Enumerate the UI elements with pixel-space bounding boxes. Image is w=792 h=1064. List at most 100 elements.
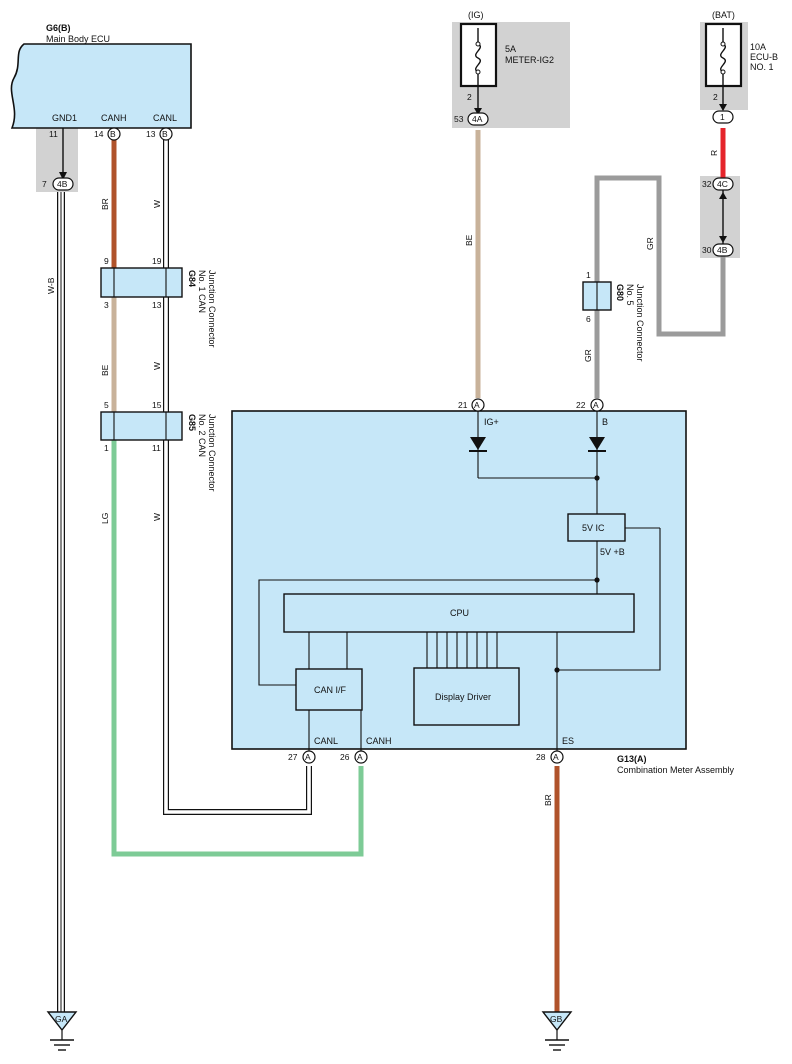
conn-ecu-canl-label: B xyxy=(162,129,168,139)
meter-canh-label: CANH xyxy=(366,736,392,746)
wire-label-gr-2: GR xyxy=(583,349,593,362)
fuse-bat-name-2: NO. 1 xyxy=(750,62,774,72)
meter-ig-label: IG+ xyxy=(484,417,499,427)
can-if-box xyxy=(295,668,363,711)
ic-5v-box xyxy=(567,513,626,542)
conn-m28 xyxy=(550,750,564,764)
conn-m22-label: A xyxy=(593,400,599,410)
fuse-bat-icon xyxy=(720,28,726,86)
wire-lg-canh xyxy=(111,440,364,857)
g85-label: G85 No. 2 CAN Junction Connector xyxy=(187,414,217,492)
wire-label-r: R xyxy=(709,150,719,156)
meter-code: G13(A) xyxy=(617,754,647,764)
fuse-ig-source: (IG) xyxy=(468,10,484,20)
pin-gnd-splice: 7 xyxy=(42,179,47,189)
svg-text:No. 1 CAN: No. 1 CAN xyxy=(197,270,207,313)
svg-text:Junction Connector: Junction Connector xyxy=(635,284,645,362)
pin-j4c: 32 xyxy=(702,179,712,189)
fuse-bat-rating: 10A xyxy=(750,42,766,52)
conn-ecu-canh xyxy=(107,127,121,141)
fuse-bat-name-1: ECU-B xyxy=(750,52,778,62)
arrow-bat-splice xyxy=(719,104,727,111)
wire-label-w-b: W-B xyxy=(46,277,56,294)
svg-text:G85: G85 xyxy=(187,414,197,431)
conn-bat-splice-label: 1 xyxy=(720,112,725,122)
wire-label-be-2: BE xyxy=(464,234,474,246)
pin-m21: 21 xyxy=(458,400,468,410)
arrow-gnd-splice xyxy=(59,172,67,180)
ecu-pin-gnd1-name: GND1 xyxy=(52,113,77,123)
g85-connector xyxy=(100,411,183,441)
pin-fuse-ig-out: 2 xyxy=(467,92,472,102)
pin-g85-15: 15 xyxy=(152,400,162,410)
pin-m27: 27 xyxy=(288,752,298,762)
wire-label-gr-1: GR xyxy=(645,237,655,250)
meter-canl-label: CANL xyxy=(314,736,338,746)
arrow-ig-splice xyxy=(474,108,482,115)
pin-j4b: 30 xyxy=(702,245,712,255)
arrow-j4b xyxy=(719,236,727,243)
supply-5v-label: 5V +B xyxy=(600,547,625,557)
fuse-ig-name: METER-IG2 xyxy=(505,55,554,65)
conn-bat-splice xyxy=(712,110,734,124)
wire-label-w-1: W xyxy=(152,200,162,208)
display-bus xyxy=(426,632,498,668)
svg-text:Junction Connector: Junction Connector xyxy=(207,414,217,492)
ground-ga-symbol: GA xyxy=(46,1011,78,1051)
svg-text:G80: G80 xyxy=(615,284,625,301)
fuse-ig-rating: 5A xyxy=(505,44,516,54)
conn-ecu-canl xyxy=(159,127,173,141)
conn-j4b xyxy=(712,243,734,257)
wire-label-w-3: W xyxy=(152,513,162,521)
g84-connector xyxy=(100,267,183,298)
svg-text:No. 5: No. 5 xyxy=(625,284,635,306)
conn-ig-splice-label: 4A xyxy=(472,114,483,124)
svg-text:G84: G84 xyxy=(187,270,197,287)
pin-m26: 26 xyxy=(340,752,350,762)
pin-ecu-gnd1: 11 xyxy=(49,129,58,139)
cpu-box xyxy=(283,593,635,633)
pin-g85-5: 5 xyxy=(104,400,109,410)
ic-5v-label: 5V IC xyxy=(582,523,605,533)
conn-m28-label: A xyxy=(553,752,559,762)
pin-g84-19: 19 xyxy=(152,256,162,266)
ecu-name: Main Body ECU xyxy=(46,34,110,44)
pin-m22: 22 xyxy=(576,400,586,410)
wire-w-canl xyxy=(163,140,312,815)
svg-text:No. 2 CAN: No. 2 CAN xyxy=(197,414,207,457)
cpu-label: CPU xyxy=(450,608,469,618)
conn-gnd-splice xyxy=(52,177,74,191)
meter-b-label: B xyxy=(602,417,608,427)
arrow-j4c xyxy=(719,192,727,199)
pin-ecu-canh: 14 xyxy=(94,129,104,139)
conn-m26 xyxy=(354,750,368,764)
g80-label: G80 No. 5 Junction Connector xyxy=(615,284,645,362)
conn-gnd-splice-label: 4B xyxy=(57,179,68,189)
conn-m21-label: A xyxy=(474,400,480,410)
ecu-pin-canh-name: CANH xyxy=(101,113,127,123)
pin-ecu-canl: 13 xyxy=(146,129,156,139)
diode-ig xyxy=(470,437,486,450)
conn-j4b-label: 4B xyxy=(717,245,728,255)
pin-g85-1: 1 xyxy=(104,443,109,453)
wire-gr-bat xyxy=(594,175,726,337)
conn-j4c-label: 4C xyxy=(717,179,728,189)
conn-ecu-canh-label: B xyxy=(110,129,116,139)
pin-g80-6: 6 xyxy=(586,314,591,324)
svg-text:Junction Connector: Junction Connector xyxy=(207,270,217,348)
ecu-pin-canl-name: CANL xyxy=(153,113,177,123)
fuse-bat-source: (BAT) xyxy=(712,10,735,20)
pin-g84-9: 9 xyxy=(104,256,109,266)
fuse-ig-icon xyxy=(475,28,481,86)
g84-label: G84 No. 1 CAN Junction Connector xyxy=(187,270,217,348)
pin-fuse-bat-out: 2 xyxy=(713,92,718,102)
ground-ga-label: GA xyxy=(55,1014,68,1024)
wire-label-lg: LG xyxy=(100,513,110,524)
conn-m27-label: A xyxy=(305,752,311,762)
pin-ig-splice: 53 xyxy=(454,114,464,124)
ground-gb-symbol: GB xyxy=(541,1011,573,1051)
pin-g85-11: 11 xyxy=(152,443,161,453)
wire-label-br-2: BR xyxy=(543,794,553,806)
conn-m27 xyxy=(302,750,316,764)
wire-label-br: BR xyxy=(100,198,110,210)
